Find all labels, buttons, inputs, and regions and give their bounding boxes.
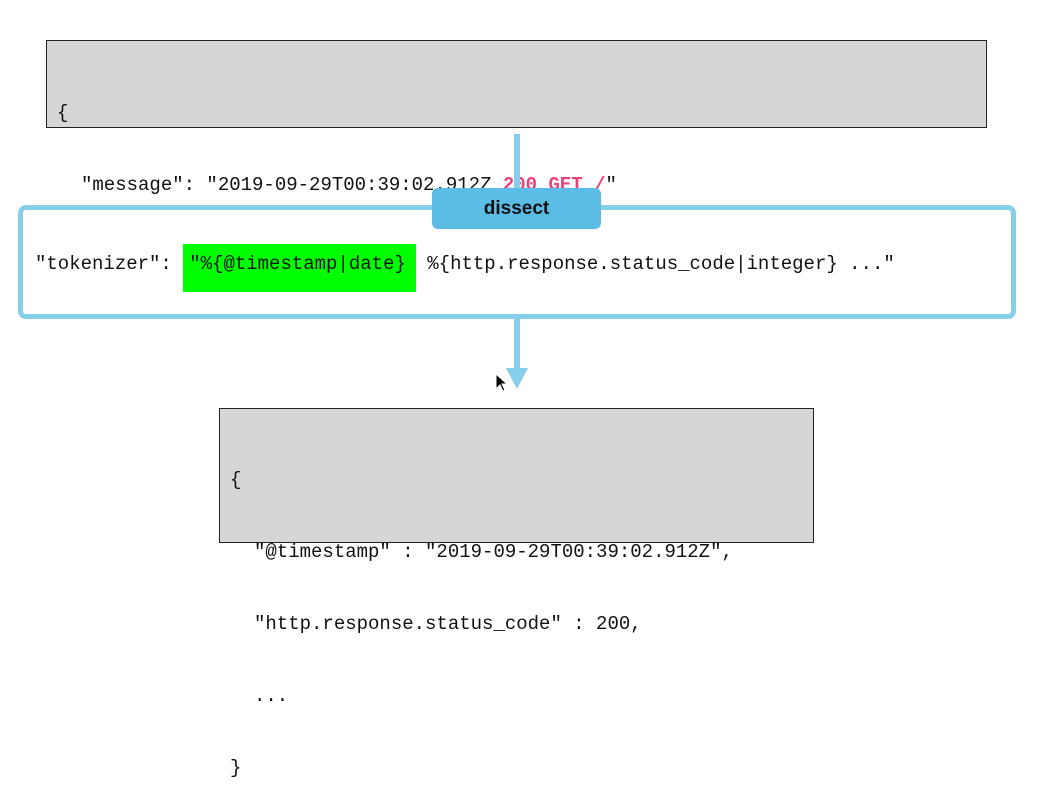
tokenizer-prefix: "tokenizer": xyxy=(35,253,184,275)
input-json-box: { "message": "2019-09-29T00:39:02.912Z 2… xyxy=(46,40,987,268)
connector-top xyxy=(514,134,520,192)
output-close-brace: } xyxy=(230,757,242,779)
tokenizer-rest: %{http.response.status_code|integer} ...… xyxy=(415,253,895,275)
input-message-text: "message": "2019-09-29T00:39:02.912Z xyxy=(81,174,503,196)
output-json-box: { "@timestamp" : "2019-09-29T00:39:02.91… xyxy=(219,408,814,779)
tokenizer-line: "tokenizer": "%{@timestamp|date} %{http.… xyxy=(35,244,895,292)
input-path-highlight: / xyxy=(594,174,606,196)
processor-name-tab: dissect xyxy=(432,188,601,229)
tokenizer-highlight: "%{@timestamp|date} xyxy=(183,244,416,292)
input-open-brace: { xyxy=(57,102,69,124)
output-ellipsis-line: ... xyxy=(254,685,289,707)
connector-bottom xyxy=(514,318,520,370)
arrow-down-icon xyxy=(506,368,528,389)
input-end-quote: " xyxy=(605,174,617,196)
output-timestamp-line: "@timestamp" : "2019-09-29T00:39:02.912Z… xyxy=(254,541,733,563)
output-status-line: "http.response.status_code" : 200, xyxy=(254,613,642,635)
mouse-pointer-icon xyxy=(495,373,509,392)
output-open-brace: { xyxy=(230,469,242,491)
